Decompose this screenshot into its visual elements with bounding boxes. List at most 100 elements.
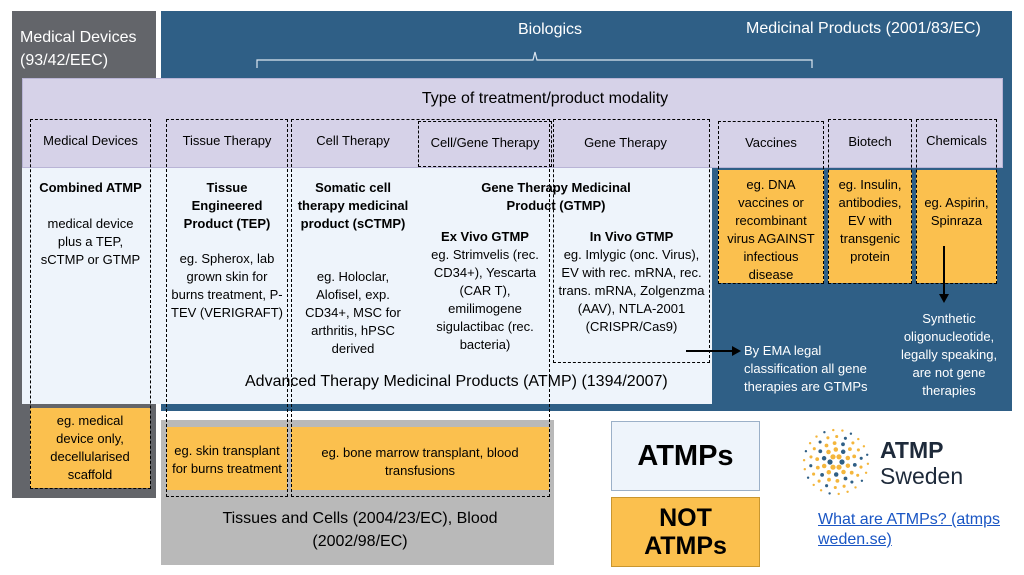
logo-dot — [852, 463, 857, 467]
logo-dot — [841, 442, 845, 447]
biologics-label: Biologics — [517, 21, 583, 38]
medical-device-example: eg. medical device only, decellularised … — [50, 413, 130, 482]
logo-dot — [859, 465, 863, 469]
biologics-bracket — [256, 51, 813, 68]
logo-dot — [836, 464, 842, 470]
logo-dot — [833, 472, 839, 477]
column-cell-therapy — [291, 119, 550, 497]
logo-dot — [835, 434, 839, 439]
column-vaccines — [718, 121, 824, 284]
logo-dot — [827, 477, 831, 482]
biotech-example: eg. Insulin, antibodies, EV with transge… — [838, 177, 902, 264]
logo-dot — [820, 473, 824, 477]
modality-header — [22, 78, 1003, 168]
modality-tissue-therapy: Tissue Therapy — [182, 133, 272, 148]
modality-medical-devices: Medical Devices — [43, 133, 138, 148]
logo-dot — [852, 454, 857, 459]
bone-marrow-example: eg. bone marrow transplant, blood transf… — [321, 445, 519, 478]
medical-device-example-bg — [30, 408, 150, 488]
atmp-box-label: Advanced Therapy Medicinal Products (ATM… — [245, 373, 668, 390]
legend-atmps-label: ATMPs — [637, 439, 734, 472]
logo-dot — [849, 470, 854, 475]
atmp-box — [22, 168, 712, 404]
logo-dot — [846, 490, 849, 493]
logo-dot — [841, 429, 844, 432]
modality-vaccines: Vaccines — [745, 135, 797, 150]
legend-atmps: ATMPs — [611, 421, 760, 491]
logo-dot — [851, 441, 855, 445]
logo-dot — [812, 472, 816, 476]
tep-body: eg. Spherox, lab grown skin for burns tr… — [171, 251, 283, 320]
logo-dot — [842, 484, 846, 488]
logo-dot — [833, 447, 839, 452]
legend-not-atmps: NOT ATMPs — [611, 497, 760, 567]
logo-dot — [818, 440, 822, 444]
modality-cell-therapy: Cell Therapy — [316, 133, 390, 148]
logo-dot — [826, 469, 832, 475]
logo-dot — [854, 486, 857, 489]
gtmp-title: Gene Therapy Medicinal Product (GTMP) — [481, 180, 631, 213]
tep-title: Tissue Engineered Product (TEP) — [183, 180, 271, 231]
modality-cell-gene-therapy: Cell/Gene Therapy — [430, 135, 540, 150]
logo-dot — [808, 442, 812, 445]
column-medical-devices — [30, 119, 151, 489]
logo-dot — [840, 449, 846, 455]
logo-dot — [866, 462, 870, 465]
skin-example: eg. skin transplant for burns treatment — [172, 443, 282, 476]
logo-dot — [845, 463, 851, 468]
sctmp-title: Somatic cell therapy medicinal product (… — [297, 180, 409, 231]
logo-dot — [849, 432, 853, 435]
logo-dot — [830, 464, 836, 470]
combined-atmp-body: medical device plus a TEP, sCTMP or GTMP — [40, 216, 141, 267]
medical-devices-region-label: Medical Devices (93/42/EEC) — [20, 29, 137, 69]
logo-dot — [815, 435, 818, 438]
logo-dot — [826, 449, 831, 455]
atmp-sweden-link[interactable]: What are ATMPs? (atmpsweden.se) — [818, 511, 1000, 548]
logo-dot — [802, 459, 806, 462]
logo-dot — [836, 454, 842, 460]
logo-dot — [857, 437, 860, 441]
column-biotech — [828, 119, 912, 284]
logo-dot — [837, 492, 840, 496]
logo-dot — [862, 445, 866, 448]
logo-dot — [804, 450, 808, 453]
logo-dot — [825, 484, 829, 488]
logo-dot — [823, 431, 826, 434]
logo-dot — [827, 459, 833, 465]
column-tissue-therapy — [166, 119, 288, 497]
logo-dot — [812, 447, 816, 451]
column-chemicals — [916, 119, 997, 284]
logo-dot — [815, 457, 820, 461]
logo-dot — [818, 449, 823, 454]
column-cell-gene-therapy — [418, 121, 552, 167]
logo-dot — [848, 447, 852, 451]
vaccines-example: eg. DNA vaccines or recombinant virus AG… — [727, 177, 815, 282]
logo-text-sweden: Sweden — [880, 463, 964, 489]
ex-vivo-body: eg. Strimvelis (rec. CD34+), Yescarta (C… — [431, 247, 539, 352]
logo-dot — [843, 476, 848, 481]
logo-dot — [845, 455, 851, 461]
logo-dot — [860, 479, 864, 482]
logo-dot — [821, 456, 827, 461]
ema-arrow — [686, 346, 741, 356]
in-vivo-title: In Vivo GTMP — [589, 229, 674, 244]
logo-dot — [856, 473, 860, 477]
combined-atmp-title: Combined ATMP — [39, 180, 142, 195]
logo-dot — [809, 464, 813, 468]
atmp-sweden-logo-icon — [802, 428, 870, 496]
column-gene-therapy — [553, 119, 710, 363]
logo-dot — [821, 463, 827, 469]
ema-note: By EMA legal classification all gene the… — [744, 343, 868, 394]
chemicals-example-bg — [916, 170, 997, 283]
logo-dot — [856, 448, 860, 452]
logo-dot — [866, 453, 869, 456]
sctmp-body: eg. Holoclar, Alofisel, exp. CD34+, MSC … — [305, 269, 401, 356]
modality-header-label: Type of treatment/product modality — [421, 90, 669, 107]
logo-dot — [839, 459, 845, 465]
logo-dot — [803, 468, 806, 471]
legend-not-atmps-label: NOT ATMPs — [644, 504, 727, 560]
modality-biotech: Biotech — [848, 134, 892, 149]
logo-dot — [815, 465, 820, 470]
ex-vivo-title: Ex Vivo GTMP — [441, 229, 529, 244]
logo-dot — [819, 489, 823, 492]
